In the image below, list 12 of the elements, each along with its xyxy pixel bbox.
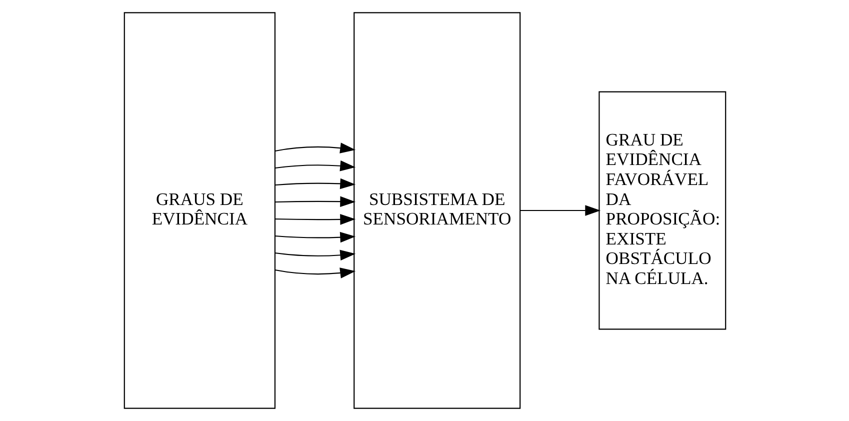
arrow: [520, 205, 600, 216]
arrow: [274, 250, 356, 261]
arrow: [274, 160, 356, 172]
arrow: [274, 142, 356, 154]
node-box: SUBSISTEMA DE SENSORIAMENTO: [353, 12, 520, 409]
arrow: [274, 196, 356, 207]
arrow: [274, 232, 356, 243]
arrow: [274, 178, 356, 190]
arrow: [274, 214, 356, 225]
node-box: GRAUS DE EVIDÊNCIA: [123, 12, 276, 409]
node-box: GRAU DE EVIDÊNCIA FAVORÁVEL DA PROPOSIÇÃO: EXISTE OBSTÁCULO NA CÉLULA.: [598, 91, 726, 330]
arrow: [274, 268, 356, 278]
